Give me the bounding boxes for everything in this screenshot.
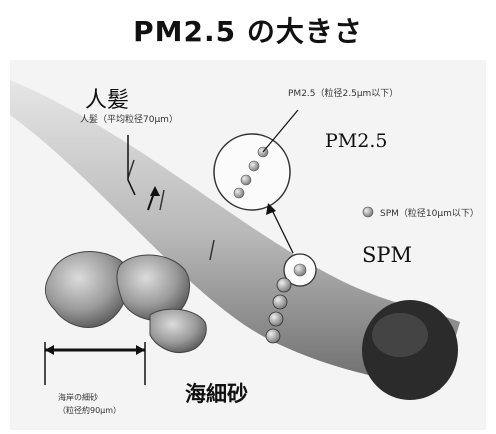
pm25-note: PM2.5（粒径2.5μm以下）	[288, 89, 399, 99]
pm25-magnifier-circle	[213, 133, 291, 211]
pm25-particle	[233, 187, 245, 199]
spm-particle	[276, 277, 292, 293]
pm25-leader-line	[262, 109, 299, 153]
hair-strand	[10, 80, 460, 390]
sand-label: 海細砂	[185, 382, 248, 406]
hair-leader-line	[127, 135, 136, 196]
sand-grain	[44, 251, 130, 328]
spm-note: SPM（粒径10μm以下）	[380, 209, 479, 219]
pm25-label: PM2.5	[325, 130, 388, 152]
spm-legend-dot	[362, 206, 374, 218]
hair-note: 人髪（平均粒径70μm）	[80, 115, 178, 125]
arrowhead-right	[136, 345, 145, 355]
spm-label: SPM	[362, 243, 413, 267]
arrowhead-left	[45, 345, 54, 355]
spm-arrowhead	[266, 203, 276, 215]
hair-label: 人髪	[85, 88, 130, 113]
sand-grain	[149, 308, 207, 354]
hair-tip-highlight	[372, 313, 428, 357]
spm-particle	[265, 328, 281, 344]
spm-particle	[268, 311, 284, 327]
spm-particle	[272, 294, 288, 310]
hair-arrowhead	[150, 186, 160, 196]
sand-note-line2: （粒径約90μm）	[58, 406, 122, 415]
spm-to-pm25-arrow	[271, 209, 294, 254]
illustration: 人髪 人髪（平均粒径70μm） PM2.5（粒径2.5μm以下） PM2.5 S…	[10, 60, 486, 430]
page-title: PM2.5 の大きさ	[133, 15, 363, 48]
size-comparison-diagram	[10, 60, 486, 430]
sand-note-line1: 海岸の細砂	[58, 393, 98, 402]
pm25-particle	[240, 174, 252, 186]
spm-particle	[293, 263, 307, 277]
cuticle-marks	[127, 159, 215, 261]
pm25-particle	[248, 160, 260, 172]
